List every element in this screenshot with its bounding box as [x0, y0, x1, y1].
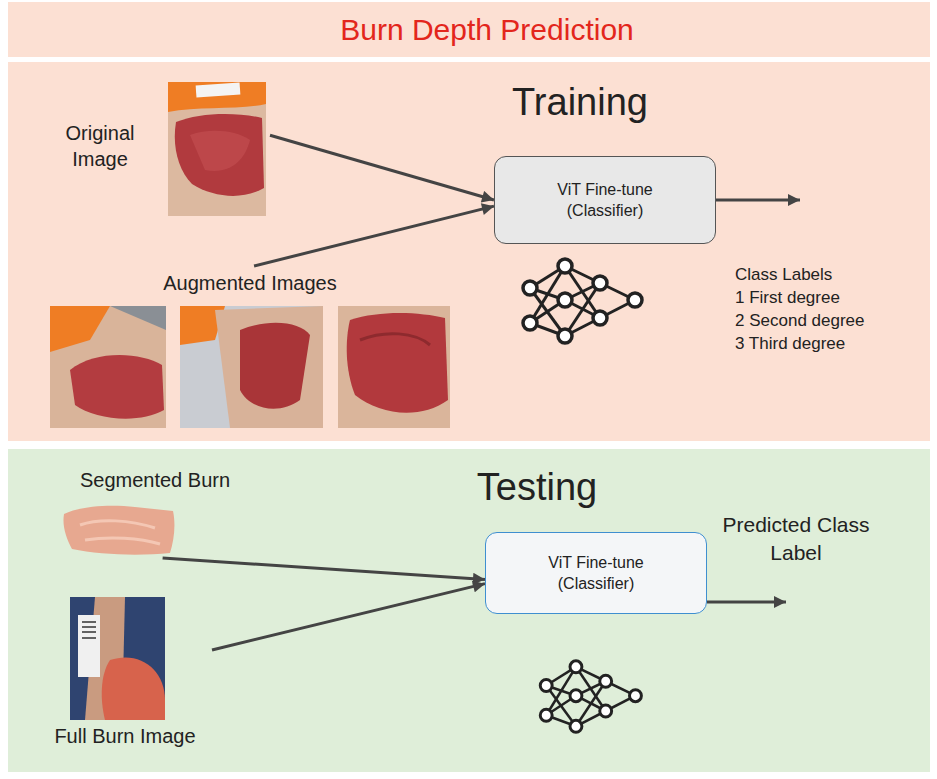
training-panel: TrainingOriginal ImageAugmented Images Vi…: [8, 62, 930, 441]
augmented-photo: [180, 306, 323, 428]
testing-panel: Testing Segmented BurnFull Burn Image ViT …: [8, 449, 930, 772]
class-label: 2 Second degree: [735, 311, 865, 331]
full-burn-photo: [102, 657, 165, 720]
image-node: Original Image: [50, 80, 270, 218]
box-text: ViT Fine-tune (Classifier): [531, 552, 661, 594]
classifier-box: ViT Fine-tune (Classifier): [485, 532, 707, 614]
output-label: Predicted Class Label: [721, 511, 871, 567]
original-photo: [168, 82, 266, 112]
augmented-photo: [215, 306, 323, 428]
title-text: Burn Depth Prediction: [340, 2, 634, 57]
panel-heading: Training: [512, 80, 648, 124]
panel-heading: Testing: [477, 465, 597, 509]
classifier-box: ViT Fine-tune (Classifier): [494, 156, 716, 244]
image-node: Full Burn Image: [38, 595, 212, 752]
augmented-photo: [360, 334, 430, 345]
image-group-node: Augmented Images: [48, 266, 452, 430]
augmented-photo: [50, 306, 110, 352]
output-arrow: [716, 199, 800, 202]
full-burn-photo: [78, 615, 100, 677]
output-arrow: [707, 601, 786, 604]
image-caption: Augmented Images: [48, 271, 452, 295]
original-photo: [175, 114, 264, 196]
image-node: Segmented Burn: [60, 468, 250, 558]
full-burn-photo: [70, 597, 165, 720]
augmented-photo: [50, 306, 166, 428]
augmented-photo: [180, 306, 323, 428]
full-burn-photo: [82, 622, 96, 638]
class-label: 3 Third degree: [735, 334, 845, 354]
augmented-photo: [50, 306, 166, 428]
original-photo: [196, 82, 241, 97]
augmented-photo: [110, 306, 166, 330]
augmented-photo: [347, 313, 448, 413]
original-photo: [168, 82, 266, 216]
image-caption: Original Image: [50, 120, 150, 172]
original-photo: [190, 131, 250, 171]
original-photo: [168, 82, 266, 216]
augmented-photo: [70, 355, 164, 419]
class-label: Class Labels: [735, 265, 832, 285]
image-caption: Full Burn Image: [38, 724, 212, 748]
segmented-burn-photo: [63, 506, 174, 555]
full-burn-photo: [70, 597, 165, 720]
segmented-burn-photo: [63, 506, 174, 555]
class-label: 1 First degree: [735, 288, 840, 308]
augmented-photo: [240, 323, 310, 409]
segmented-burn-photo: [80, 521, 160, 544]
augmented-photo: [338, 306, 450, 428]
augmented-photo: [338, 306, 450, 428]
title-band: Burn Depth Prediction: [8, 2, 930, 57]
image-caption: Segmented Burn: [60, 468, 250, 492]
box-text: ViT Fine-tune (Classifier): [540, 179, 670, 221]
